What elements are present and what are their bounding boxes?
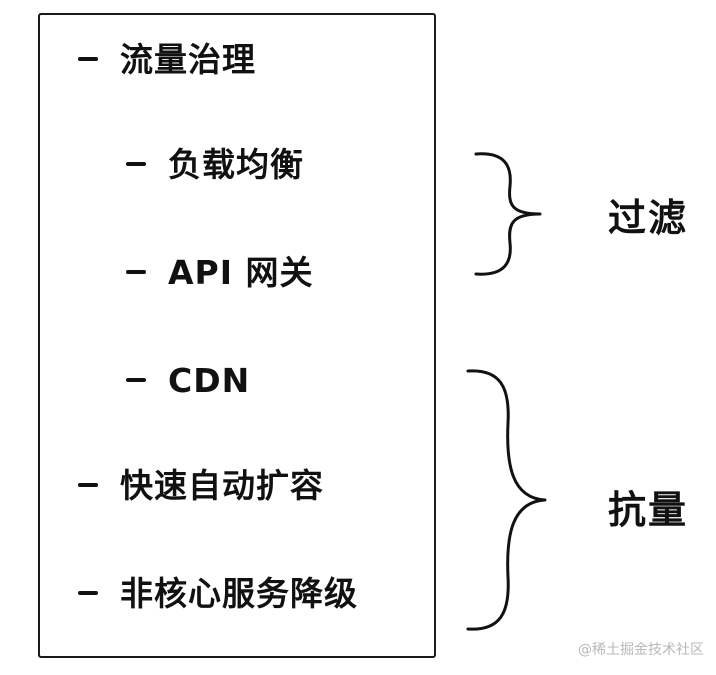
- dash-bullet-icon: [126, 269, 146, 274]
- group-label-resist: 抗量: [608, 488, 689, 532]
- list-item-auto-scaling: 快速自动扩容: [78, 466, 324, 506]
- list-item-api-gateway: API 网关: [126, 253, 314, 293]
- list-item-degradation: 非核心服务降级: [78, 574, 358, 614]
- curly-brace-icon: [474, 152, 542, 276]
- dash-bullet-icon: [78, 482, 98, 487]
- dash-bullet-icon: [78, 56, 98, 61]
- dash-bullet-icon: [78, 590, 98, 595]
- list-item-cdn: CDN: [126, 361, 250, 401]
- curly-brace-icon: [466, 369, 547, 631]
- list-item-load-balancing: 负载均衡: [126, 145, 304, 185]
- list-item-label: 快速自动扩容: [120, 466, 324, 505]
- list-item-label: 非核心服务降级: [120, 574, 358, 613]
- group-label-filter: 过滤: [608, 196, 689, 240]
- list-item-label: CDN: [168, 361, 251, 400]
- dash-bullet-icon: [126, 377, 146, 382]
- watermark: @稀土掘金技术社区: [578, 642, 704, 658]
- list-item-label: 负载均衡: [168, 145, 304, 184]
- list-item-label: API 网关: [168, 253, 314, 292]
- list-container: [38, 13, 436, 658]
- dash-bullet-icon: [126, 161, 146, 166]
- list-item-traffic-governance: 流量治理: [78, 40, 256, 80]
- list-item-label: 流量治理: [120, 40, 256, 79]
